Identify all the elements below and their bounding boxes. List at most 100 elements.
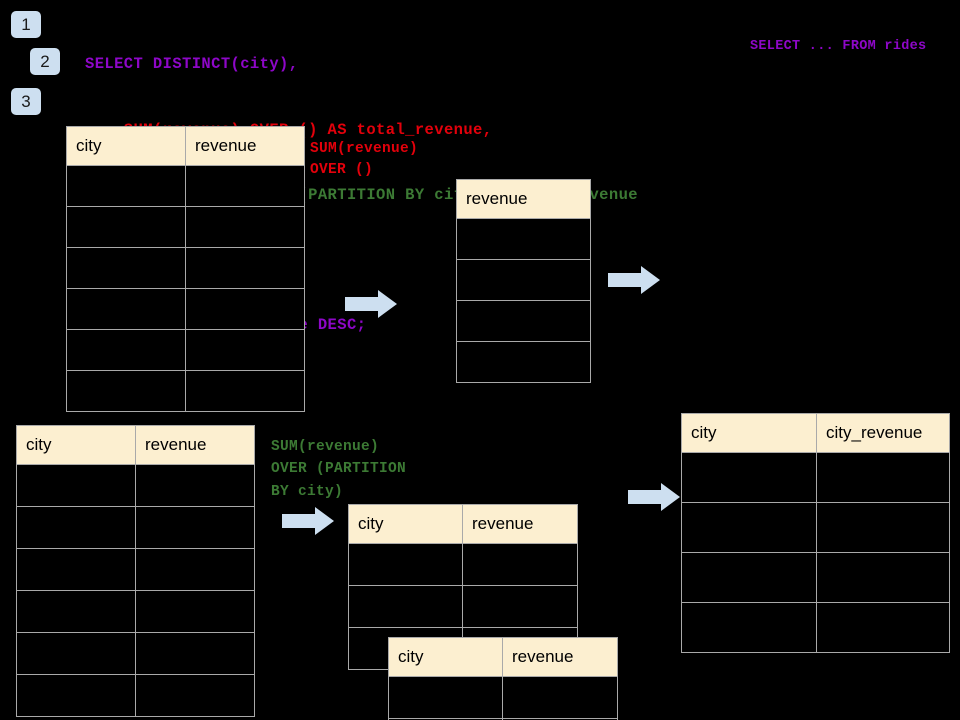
table-row bbox=[681, 602, 950, 653]
cell-revenue bbox=[456, 218, 591, 260]
cell-city bbox=[681, 502, 817, 553]
table-header-row: revenue bbox=[456, 179, 591, 219]
cell-city bbox=[66, 288, 186, 330]
cell-revenue bbox=[135, 590, 255, 633]
table-row bbox=[456, 218, 591, 260]
table-row bbox=[456, 259, 591, 301]
cell-city bbox=[16, 674, 136, 717]
cell-revenue bbox=[462, 543, 578, 586]
table-row bbox=[66, 165, 305, 207]
column-header-city: city bbox=[348, 504, 463, 544]
cell-revenue bbox=[456, 259, 591, 301]
cell-city bbox=[66, 165, 186, 207]
cell-city bbox=[66, 247, 186, 289]
column-header-city: city bbox=[388, 637, 503, 677]
column-header-city-revenue: city_revenue bbox=[816, 413, 950, 453]
column-header-revenue: revenue bbox=[135, 425, 255, 465]
table-header-row: city revenue bbox=[388, 637, 618, 677]
table-row bbox=[388, 676, 618, 719]
table-row bbox=[456, 300, 591, 342]
table-row bbox=[348, 585, 578, 628]
cell-city bbox=[16, 632, 136, 675]
cell-city bbox=[16, 548, 136, 591]
partition-group-table-front: city revenue bbox=[388, 637, 618, 720]
table-row bbox=[16, 464, 255, 507]
cell-revenue bbox=[502, 718, 618, 720]
cell-city bbox=[66, 370, 186, 412]
cell-revenue bbox=[185, 329, 305, 371]
table-row bbox=[681, 502, 950, 553]
cell-city bbox=[681, 552, 817, 603]
step-badge-1: 1 bbox=[11, 11, 41, 38]
cell-revenue bbox=[135, 548, 255, 591]
cell-city bbox=[348, 585, 463, 628]
table-row bbox=[66, 206, 305, 248]
cell-revenue bbox=[185, 165, 305, 207]
column-header-city: city bbox=[66, 126, 186, 166]
cell-city bbox=[16, 464, 136, 507]
column-header-revenue: revenue bbox=[502, 637, 618, 677]
cell-revenue bbox=[185, 206, 305, 248]
column-header-revenue: revenue bbox=[185, 126, 305, 166]
cell-city-revenue bbox=[816, 602, 950, 653]
cell-city bbox=[16, 590, 136, 633]
table-row bbox=[388, 718, 618, 720]
table-row bbox=[16, 674, 255, 717]
cell-revenue bbox=[135, 632, 255, 675]
step-badge-2: 2 bbox=[30, 48, 60, 75]
table-row bbox=[348, 543, 578, 586]
cell-city bbox=[16, 506, 136, 549]
table-header-row: city revenue bbox=[348, 504, 578, 544]
cell-revenue bbox=[502, 676, 618, 719]
cell-revenue bbox=[135, 674, 255, 717]
cell-city bbox=[66, 329, 186, 371]
cell-city-revenue bbox=[816, 502, 950, 553]
column-header-city: city bbox=[16, 425, 136, 465]
cell-revenue bbox=[185, 370, 305, 412]
total-revenue-table: revenue bbox=[456, 179, 591, 383]
rides-input-table-top: city revenue bbox=[66, 126, 305, 412]
arrow-right-icon-rides-to-total-revenue bbox=[345, 290, 397, 318]
table-header-row: city revenue bbox=[16, 425, 255, 465]
annotation-sum-over-partition: SUM(revenue) OVER (PARTITION BY city) bbox=[271, 439, 407, 500]
table-row bbox=[456, 341, 591, 383]
arrow-right-icon-partition-to-result bbox=[628, 483, 680, 511]
cell-revenue bbox=[462, 585, 578, 628]
cell-city bbox=[681, 452, 817, 503]
annotation-sum-over-empty: SUM(revenue) OVER () bbox=[310, 141, 419, 178]
table-row bbox=[16, 548, 255, 591]
cell-revenue bbox=[135, 464, 255, 507]
arrow-right-icon-rides-to-partition bbox=[282, 507, 334, 535]
table-row bbox=[681, 452, 950, 503]
table-header-row: city city_revenue bbox=[681, 413, 950, 453]
final-result-table: city city_revenue bbox=[681, 413, 950, 653]
table-row bbox=[66, 370, 305, 412]
cell-revenue bbox=[456, 341, 591, 383]
table-row bbox=[16, 590, 255, 633]
table-row bbox=[16, 632, 255, 675]
table-row bbox=[66, 247, 305, 289]
sql-line-1: SELECT DISTINCT(city), bbox=[85, 55, 299, 74]
cell-revenue bbox=[135, 506, 255, 549]
cell-city-revenue bbox=[816, 552, 950, 603]
table-row bbox=[66, 329, 305, 371]
cell-city bbox=[388, 676, 503, 719]
rides-input-table-bottom: city revenue bbox=[16, 425, 255, 717]
column-header-city: city bbox=[681, 413, 817, 453]
column-header-revenue: revenue bbox=[462, 504, 578, 544]
column-header-revenue: revenue bbox=[456, 179, 591, 219]
step-badge-3: 3 bbox=[11, 88, 41, 115]
cell-revenue bbox=[185, 247, 305, 289]
cell-city-revenue bbox=[816, 452, 950, 503]
annotation-select-from-rides: SELECT ... FROM rides bbox=[750, 39, 927, 54]
cell-city bbox=[681, 602, 817, 653]
arrow-right-icon-total-revenue-to-result bbox=[608, 266, 660, 294]
table-header-row: city revenue bbox=[66, 126, 305, 166]
table-row bbox=[66, 288, 305, 330]
table-row bbox=[681, 552, 950, 603]
cell-city bbox=[66, 206, 186, 248]
cell-revenue bbox=[185, 288, 305, 330]
cell-revenue bbox=[456, 300, 591, 342]
cell-city bbox=[348, 543, 463, 586]
